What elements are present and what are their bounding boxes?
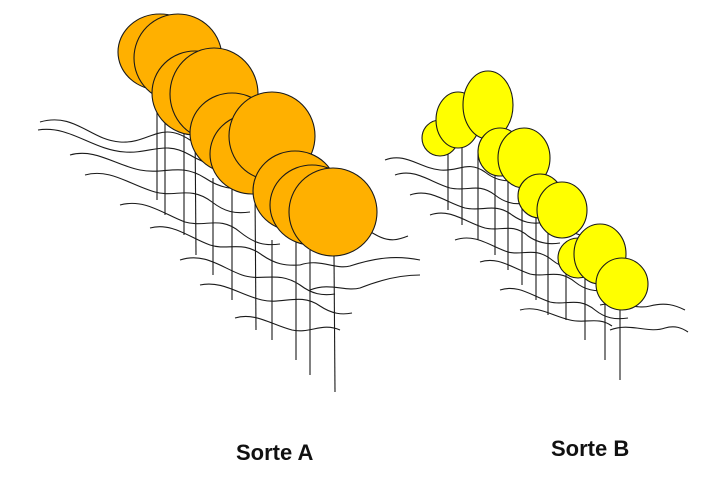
sorte-b-ground-wave xyxy=(429,212,561,245)
sorte-b-ground-wave xyxy=(394,172,526,205)
sorte-a-ground-wave xyxy=(119,202,281,246)
sorte-b-ground-wave xyxy=(384,157,516,182)
sorte-a-trunk xyxy=(333,255,336,393)
sorte-a-ground-wave xyxy=(234,316,341,332)
sorte-b-ground-wave xyxy=(499,287,629,320)
sorte-a-ground-wave xyxy=(69,152,251,190)
sorte-a-label: Sorte A xyxy=(236,440,314,465)
sorte-a-ground-wave xyxy=(299,257,421,268)
sorte-a-ground-wave xyxy=(149,226,301,266)
sorte-b-tree-crown xyxy=(595,257,649,311)
sorte-a-ground-wave xyxy=(179,257,336,296)
sorte-b-group xyxy=(384,70,689,380)
sorte-a-trunk xyxy=(254,189,257,331)
sorte-b-ground-wave xyxy=(479,259,609,292)
sorte-b-ground-wave xyxy=(519,308,613,327)
sorte-b-label: Sorte B xyxy=(551,436,630,461)
sorte-a-ground-wave xyxy=(309,274,421,291)
sorte-b-tree-crown xyxy=(536,181,588,239)
sorte-a-group xyxy=(37,13,421,393)
sorte-a-ground-wave xyxy=(84,172,251,214)
sorte-a-ground-wave xyxy=(199,283,353,315)
sorte-a-tree-crown xyxy=(288,167,378,257)
sorte-b-ground-wave xyxy=(409,192,546,224)
sorte-b-ground-wave xyxy=(609,326,689,333)
